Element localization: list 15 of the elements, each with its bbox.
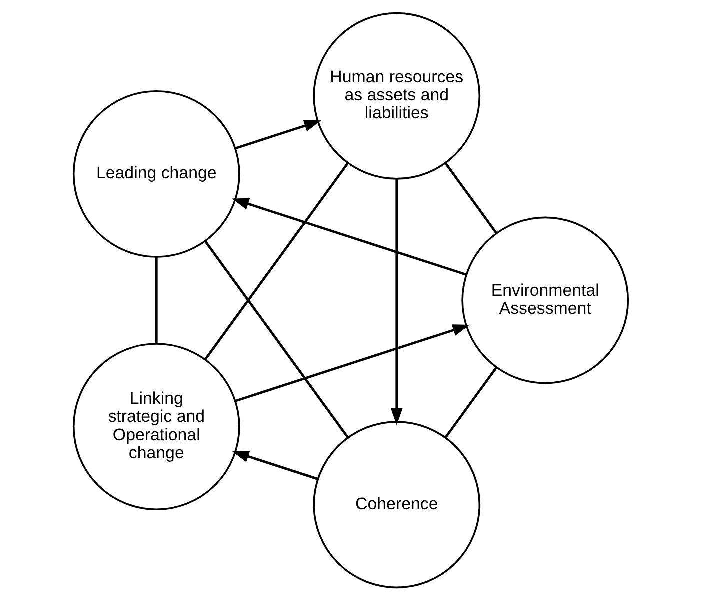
connector <box>444 162 498 234</box>
arrow <box>235 324 470 402</box>
node-circle: Human resources as assets and liabilities <box>313 12 481 180</box>
connector <box>204 162 350 360</box>
arrow <box>390 179 403 426</box>
arrow <box>232 198 467 276</box>
connector <box>204 240 349 438</box>
node-circle: Environmental Assessment <box>462 216 630 384</box>
arrow <box>232 450 318 480</box>
node-circle: Coherence <box>313 421 481 589</box>
connector <box>444 367 498 439</box>
node-circle: Leading change <box>72 90 240 258</box>
arrow <box>235 120 322 150</box>
node-circle: Linking strategic and Operational change <box>72 343 240 511</box>
connector <box>155 257 158 344</box>
